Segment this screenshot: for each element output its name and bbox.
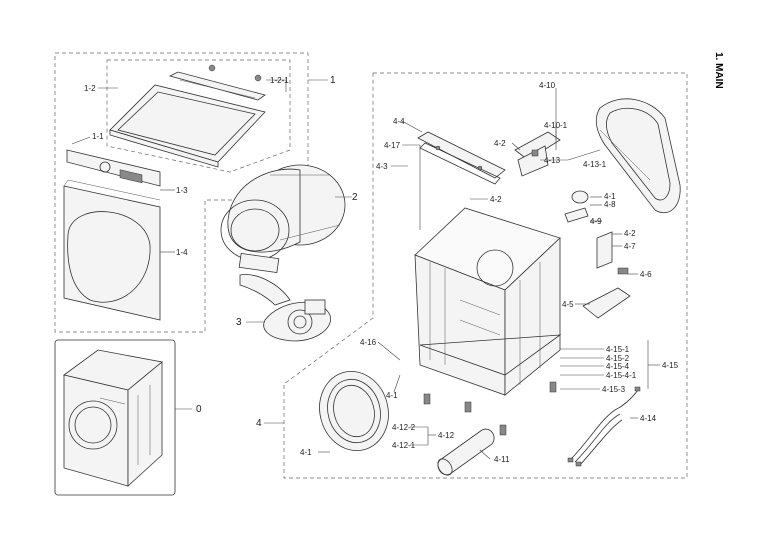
label-4-14: 4-14 <box>640 414 657 423</box>
label-4-4: 4-4 <box>393 117 405 126</box>
label-4-12-2: 4-12-2 <box>392 423 416 432</box>
rear-cover <box>582 287 631 319</box>
label-2: 2 <box>352 192 358 203</box>
complete-unit <box>63 349 163 487</box>
label-4-12-1: 4-12-1 <box>392 441 416 450</box>
sensor-4-6 <box>617 267 629 275</box>
part-labels: 0 1 1-1 1-2 1-2-1 1-3 1-4 2 3 4 4-4 4-17… <box>84 75 679 464</box>
heater-cover <box>596 231 613 269</box>
label-4-9: 4-9 <box>590 217 602 226</box>
top-cover <box>109 84 266 168</box>
section-title: 1. MAIN <box>713 52 724 89</box>
label-1-2: 1-2 <box>84 84 96 93</box>
label-4-1-c: 4-1 <box>300 448 312 457</box>
label-4-15-3: 4-15-3 <box>602 385 626 394</box>
label-4-15-2: 4-15-2 <box>606 354 630 363</box>
label-1-2-1: 1-2-1 <box>270 76 289 85</box>
door-ring <box>319 370 389 452</box>
label-4-11: 4-11 <box>494 455 510 464</box>
label-4-15-1: 4-15-1 <box>606 345 630 354</box>
label-1: 1 <box>330 75 336 86</box>
label-4-10-1: 4-10-1 <box>544 121 568 130</box>
label-4-2-a: 4-2 <box>494 139 506 148</box>
label-4-17: 4-17 <box>384 141 401 150</box>
label-4-13-1: 4-13-1 <box>583 160 607 169</box>
label-4-6: 4-6 <box>640 270 652 279</box>
label-4-3: 4-3 <box>376 162 388 171</box>
group-4-leaders <box>318 88 660 460</box>
label-4-15-4: 4-15-4 <box>606 362 630 371</box>
label-4-15-4-1: 4-15-4-1 <box>606 371 637 380</box>
label-4-10: 4-10 <box>539 81 556 90</box>
label-4-1-a: 4-1 <box>604 192 616 201</box>
label-0: 0 <box>196 404 202 415</box>
upper-bracket <box>417 131 506 185</box>
cabinet <box>414 207 562 396</box>
label-4-2-b: 4-2 <box>490 195 502 204</box>
wire-harness <box>567 386 641 467</box>
label-4-8: 4-8 <box>604 200 616 209</box>
drum <box>220 164 346 274</box>
label-3: 3 <box>236 317 242 328</box>
label-4-12: 4-12 <box>438 431 455 440</box>
group-4-frame <box>283 72 688 479</box>
label-1-3: 1-3 <box>176 186 188 195</box>
label-4-1-b: 4-1 <box>386 391 398 400</box>
label-1-1: 1-1 <box>92 132 104 141</box>
control-panel <box>66 149 161 187</box>
group-1-2-frame <box>106 59 291 173</box>
label-4-15: 4-15 <box>662 361 679 370</box>
label-4: 4 <box>256 418 262 429</box>
label-4-13: 4-13 <box>544 156 561 165</box>
rear-duct <box>595 98 681 214</box>
group-1-frame <box>54 52 309 333</box>
leveling-feet <box>423 381 557 436</box>
group-1-leaders <box>71 79 328 253</box>
front-panel <box>63 179 161 321</box>
blower-motor <box>239 274 331 342</box>
top-cover-bracket <box>168 64 266 101</box>
thermostat-parts <box>564 190 589 223</box>
label-4-16: 4-16 <box>360 338 377 347</box>
exhaust-duct <box>437 428 495 476</box>
group-0-frame <box>54 339 176 496</box>
label-4-7: 4-7 <box>624 242 636 251</box>
pcb-assembly <box>514 131 561 177</box>
label-4-5: 4-5 <box>562 300 574 309</box>
label-4-2-c: 4-2 <box>624 229 636 238</box>
label-1-4: 1-4 <box>176 248 188 257</box>
